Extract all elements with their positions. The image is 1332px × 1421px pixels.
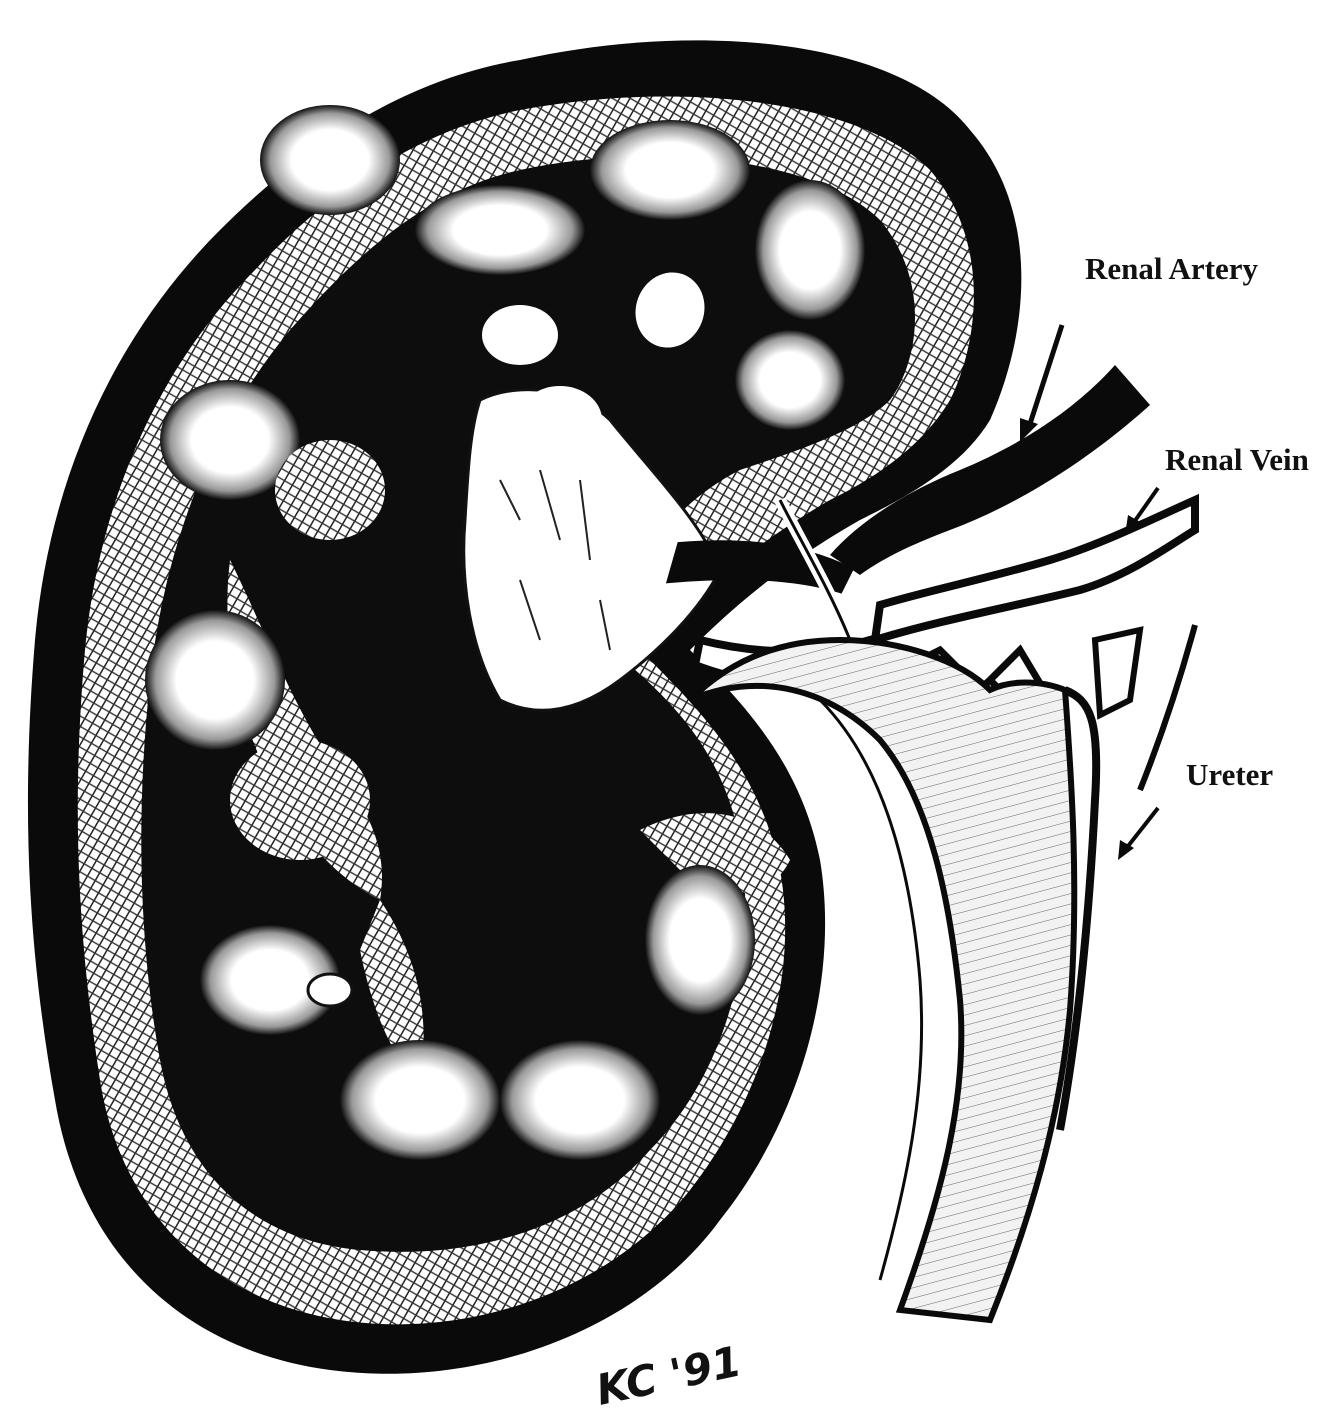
ureter-arrow — [1118, 808, 1158, 860]
ureter-label: Ureter — [1186, 757, 1273, 792]
artist-signature: KC '91 — [592, 1336, 746, 1414]
renal-artery-label: Renal Artery — [1085, 251, 1259, 286]
renal-vein-label: Renal Vein — [1165, 442, 1309, 477]
